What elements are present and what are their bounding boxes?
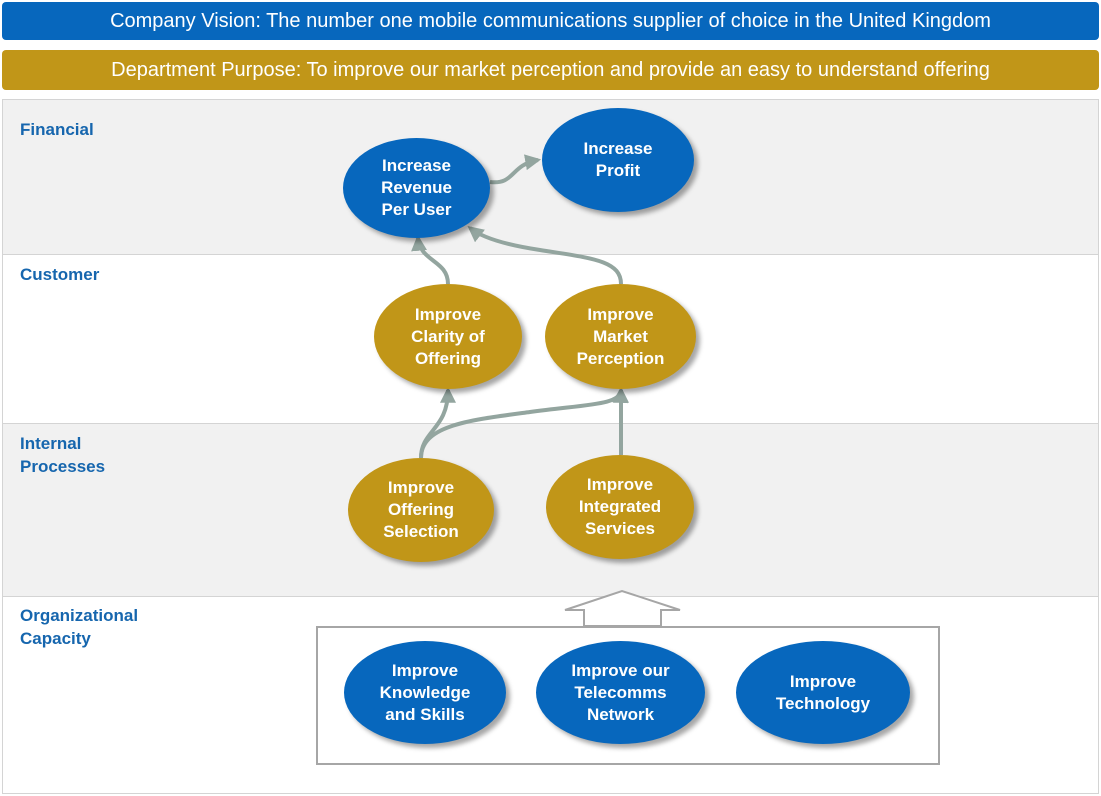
financial-label: Financial [20,120,94,139]
objective-increase-revenue-per-user[interactable]: Increase Revenue Per User [343,138,490,238]
objective-improve-technology[interactable]: Improve Technology [736,641,910,744]
objective-improve-integrated-services[interactable]: Improve Integrated Services [546,455,694,559]
objective-improve-market-perception[interactable]: Improve Market Perception [545,284,696,389]
organizational-capacity-label: Organizational Capacity [20,606,139,648]
objective-improve-offering-selection[interactable]: Improve Offering Selection [348,458,494,562]
company-vision-banner: Company Vision: The number one mobile co… [2,2,1099,40]
internal-processes-label: Internal Processes [20,434,106,476]
department-purpose-banner: Department Purpose: To improve our marke… [2,50,1099,90]
objective-improve-clarity-of-offering[interactable]: Improve Clarity of Offering [374,284,522,389]
objective-increase-profit[interactable]: Increase Profit [542,108,694,212]
customer-label: Customer [20,265,100,284]
objective-improve-telecomms-network[interactable]: Improve our Telecomms Network [536,641,705,744]
objective-improve-knowledge-and-skills[interactable]: Improve Knowledge and Skills [344,641,506,744]
